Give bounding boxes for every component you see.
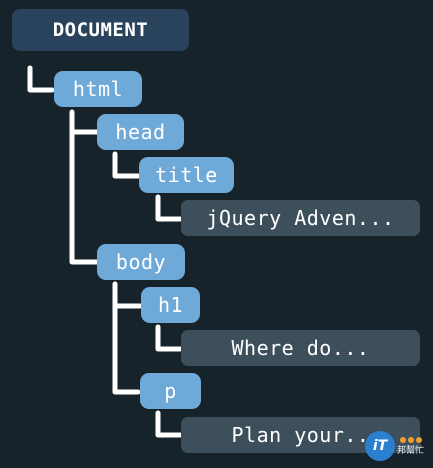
connector-html-children — [69, 109, 100, 265]
logo-text: 邦幫忙 — [397, 445, 425, 456]
h1-node: h1 — [141, 287, 200, 323]
document-node: DOCUMENT — [12, 9, 189, 51]
ithome-watermark-logo: iT 邦幫忙 — [365, 430, 425, 462]
h1-text-node: Where do... — [181, 330, 420, 366]
connector-document-html — [27, 65, 55, 93]
it-logo-icon: iT — [365, 431, 395, 461]
connector-head-title — [112, 151, 141, 179]
connector-body-children — [112, 281, 141, 395]
connector-title-text — [155, 194, 183, 222]
people-icon — [399, 436, 422, 443]
title-node: title — [139, 157, 234, 193]
head-node: head — [97, 114, 184, 150]
body-node: body — [97, 244, 185, 280]
p-node: p — [140, 373, 201, 409]
connector-p-text — [155, 410, 183, 438]
html-node: html — [54, 71, 142, 107]
connector-h1-text — [155, 324, 183, 352]
title-text-node: jQuery Adven... — [181, 200, 420, 236]
